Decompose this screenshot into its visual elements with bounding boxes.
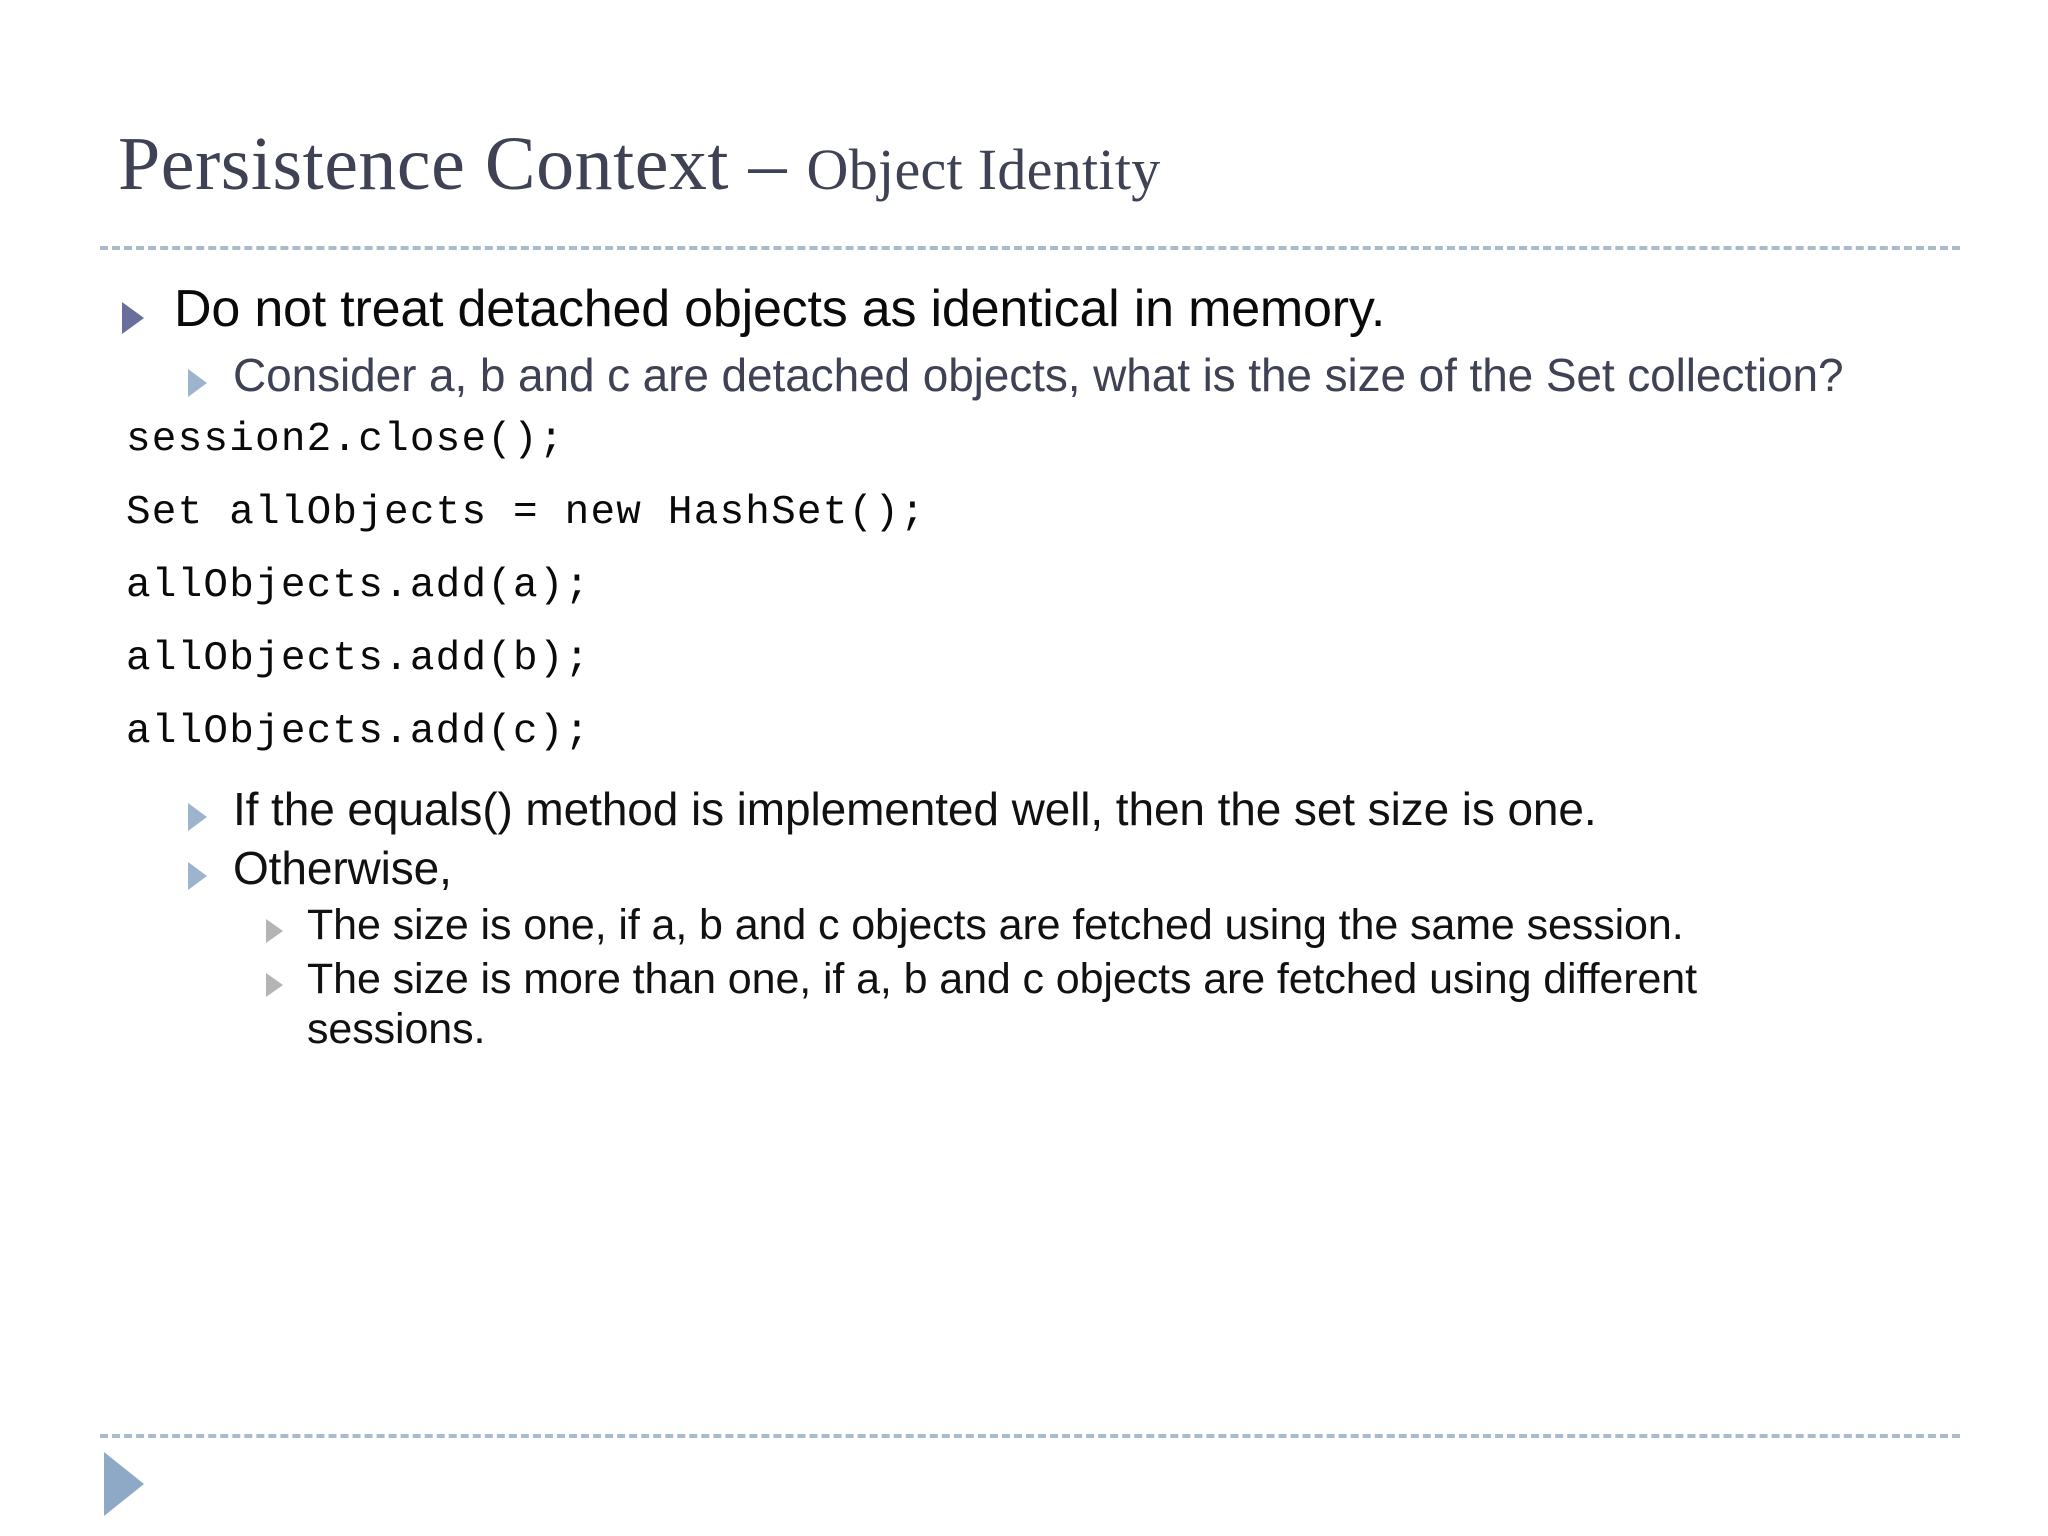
page-title-main: Persistence Context –: [118, 122, 807, 206]
title-divider: [100, 246, 1960, 250]
code-block: session2.close(); Set allObjects = new H…: [0, 420, 2048, 753]
triangle-bullet-icon: [122, 302, 144, 334]
triangle-bullet-icon: [188, 369, 207, 398]
code-line: allObjects.add(c);: [126, 709, 591, 756]
next-slide-triangle-icon[interactable]: [104, 1452, 144, 1516]
bullet-level3-text: The size is one, if a, b and c objects a…: [307, 900, 1684, 949]
code-line: allObjects.add(a);: [126, 563, 591, 610]
bullet-level3-item: The size is more than one, if a, b and c…: [0, 955, 2048, 1055]
bullet-level2-item: Consider a, b and c are detached objects…: [0, 349, 2048, 402]
code-line: Set allObjects = new HashSet();: [126, 490, 926, 537]
triangle-bullet-icon: [266, 918, 283, 943]
triangle-bullet-icon: [188, 803, 207, 832]
bullet-level2-text: Consider a, b and c are detached objects…: [233, 349, 1844, 402]
bullet-level2-item: If the equals() method is implemented we…: [0, 783, 2048, 836]
footer-divider: [100, 1434, 1960, 1438]
code-line: session2.close();: [126, 417, 565, 464]
spacer: [0, 769, 2048, 783]
bullet-level2-text: Otherwise,: [233, 842, 452, 895]
bullet-level3-item: The size is one, if a, b and c objects a…: [0, 901, 2048, 951]
bullet-level2-text: If the equals() method is implemented we…: [233, 783, 1597, 836]
bullet-level1-item: Do not treat detached objects as identic…: [0, 280, 2048, 339]
code-line: allObjects.add(b);: [126, 636, 591, 683]
triangle-bullet-icon: [188, 862, 207, 891]
bullet-level2-item: Otherwise,: [0, 842, 2048, 895]
bullet-level1-text: Do not treat detached objects as identic…: [174, 280, 1386, 338]
page-title: Persistence Context – Object Identity: [118, 126, 1948, 202]
bullet-level3-text: The size is more than one, if a, b and c…: [307, 954, 1697, 1053]
page-title-sub: Object Identity: [806, 137, 1161, 202]
slide-body: Do not treat detached objects as identic…: [0, 280, 2048, 1059]
triangle-bullet-icon: [266, 972, 283, 997]
